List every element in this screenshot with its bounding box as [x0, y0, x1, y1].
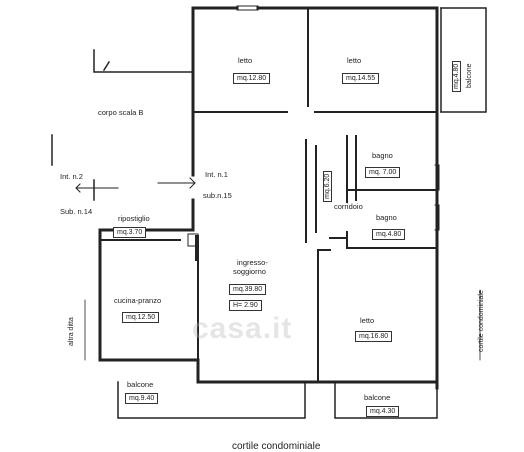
balcony-right-outline: [440, 7, 487, 113]
room-label-balcone-bottom: balcone: [364, 393, 391, 402]
room-label-corridoio: corridoio: [334, 202, 363, 211]
room-label-letto-1: letto: [238, 56, 253, 65]
room-label-bagno-1: bagno: [372, 151, 393, 160]
room-height-ingresso: H= 2.90: [229, 300, 262, 311]
room-label-balcone-left: balcone: [127, 380, 154, 389]
watermark-logo: casa.it: [192, 312, 293, 345]
side-label-left: altra ditta: [68, 317, 75, 346]
label-int-2: Int. n.2: [60, 172, 83, 181]
label-corpo-scala: corpo scala B: [98, 108, 144, 117]
side-label-right: cortile condominiale: [478, 290, 485, 352]
room-label-letto-2: letto: [347, 56, 362, 65]
room-area-letto-3: mq.16.80: [355, 331, 393, 342]
room-label-cucina: cucina-pranzo: [114, 296, 162, 305]
outer-walls: [98, 6, 439, 390]
room-area-balcone-bottom: mq.4.30: [366, 406, 400, 417]
room-area-balcone-left: mq.9.40: [125, 393, 159, 404]
balcony-bottom-outline: [334, 381, 438, 419]
interior-walls: [99, 7, 438, 383]
room-area-ingresso: mq.39.80: [229, 284, 267, 295]
room-label-letto-3: letto: [360, 316, 375, 325]
label-int-1: Int. n.1: [205, 170, 228, 179]
room-area-bagno-2: mq.4.80: [372, 229, 406, 240]
room-area-cucina: mq.12.50: [122, 312, 160, 323]
room-label-ripostiglio: ripostiglio: [118, 214, 150, 223]
room-area-ripostiglio: mq.3.70: [113, 227, 147, 238]
stair-walls: [51, 49, 194, 201]
label-sub-14: Sub. n.14: [60, 207, 93, 216]
top-window: [236, 5, 259, 11]
room-label-soggiorno: soggiorno: [233, 267, 266, 276]
room-label-balcone-right: balcone: [466, 63, 473, 88]
room-area-letto-1: mq.12.80: [233, 73, 271, 84]
room-area-letto-2: mq.14.55: [342, 73, 380, 84]
bottom-title: cortile condominiale: [232, 441, 321, 452]
room-area-bagno-1: mq. 7.00: [365, 167, 401, 178]
entrance-arrows: [75, 177, 196, 193]
room-label-bagno-2: bagno: [376, 213, 397, 222]
label-sub-15: sub.n.15: [203, 191, 232, 200]
room-area-balcone-right: mq.4.80: [452, 60, 461, 92]
room-label-ingresso: ingresso-: [237, 258, 268, 267]
balcony-left-outline: [117, 381, 306, 419]
room-area-corridoio: mq.6.20: [323, 170, 332, 202]
